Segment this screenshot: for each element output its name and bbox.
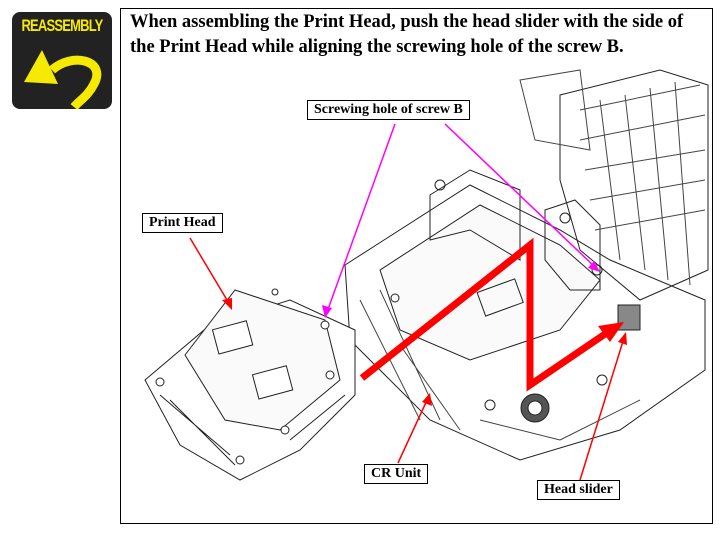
reassembly-label: REASSEMBLY xyxy=(21,16,103,35)
push-direction-arrow xyxy=(359,237,624,392)
callout-screw-hole: Screwing hole of screw B xyxy=(307,100,470,120)
reassembly-badge: REASSEMBLY xyxy=(12,12,112,109)
screw-hole-pointer-1 xyxy=(326,123,396,313)
head-slider-pointer xyxy=(579,337,625,481)
instruction-heading: When assembling the Print Head, push the… xyxy=(130,12,684,57)
callout-cr-unit: CR Unit xyxy=(364,464,429,484)
print-head-drawing xyxy=(144,288,356,481)
curved-arrow-back-icon xyxy=(24,50,102,109)
screw-hole-pointer-2 xyxy=(444,123,597,269)
pointer-lines xyxy=(189,123,627,481)
content-frame xyxy=(120,8,713,524)
callout-head-slider: Head slider xyxy=(537,480,620,500)
callout-print-head: Print Head xyxy=(142,213,223,233)
print-head-pointer xyxy=(189,237,231,306)
cr-unit-pointer xyxy=(397,397,429,464)
